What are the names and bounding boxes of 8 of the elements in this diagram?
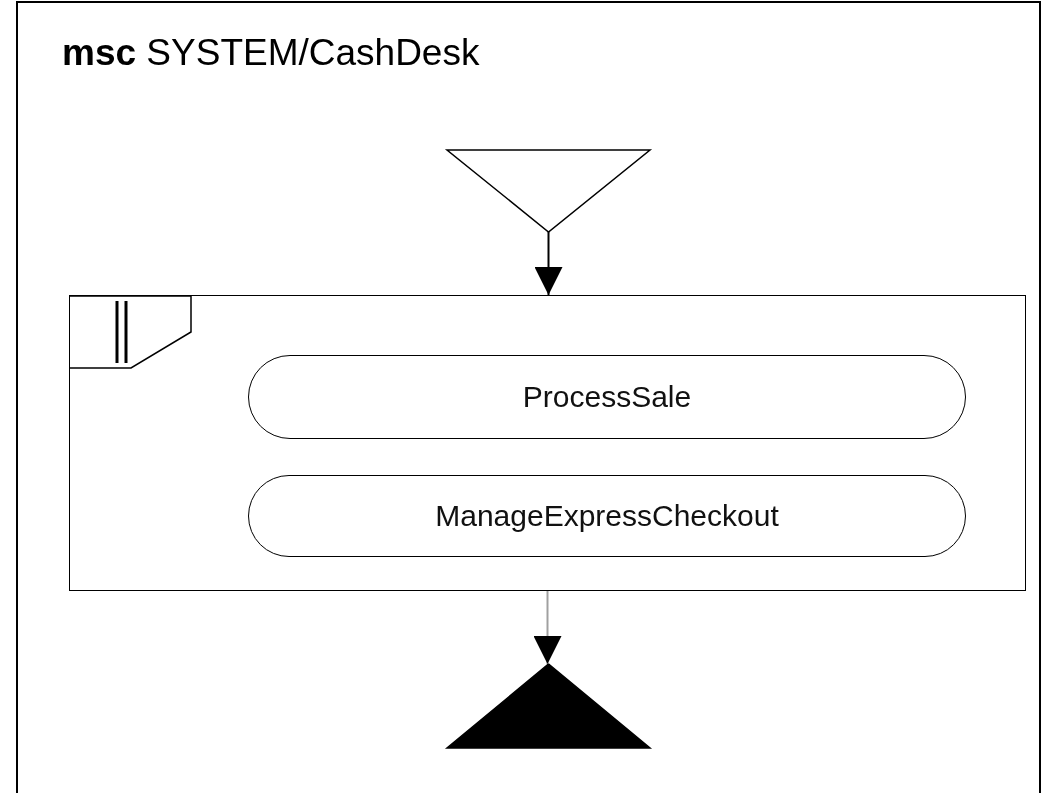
diagram-title: msc SYSTEM/CashDesk [62, 32, 480, 74]
arrow [534, 231, 563, 296]
process-box: ProcessSale [248, 355, 966, 439]
parallel-frame [69, 295, 1026, 591]
process-box: ManageExpressCheckout [248, 475, 966, 557]
arrow [533, 590, 562, 665]
end-triangle [447, 664, 650, 748]
start-triangle [447, 150, 650, 232]
